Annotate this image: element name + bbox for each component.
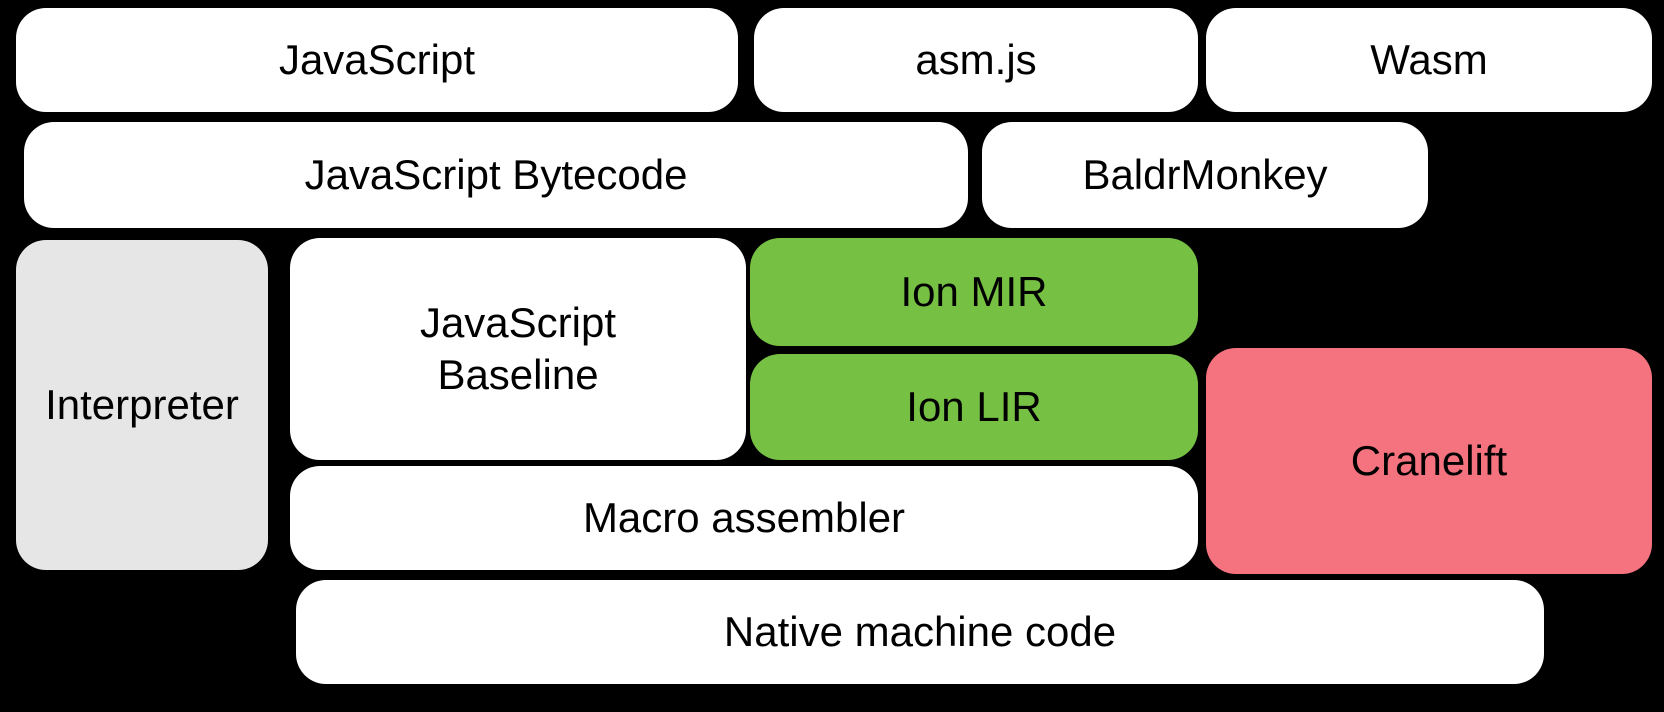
block-native-machine-code-label: Native machine code: [723, 607, 1117, 655]
block-asmjs: asm.js: [754, 8, 1198, 112]
block-javascript: JavaScript: [16, 8, 738, 112]
block-javascript-bytecode-label: JavaScript Bytecode: [304, 150, 688, 198]
block-ion-lir: Ion LIR: [750, 354, 1198, 460]
block-macro-assembler: Macro assembler: [290, 466, 1198, 570]
block-javascript-bytecode: JavaScript Bytecode: [24, 122, 968, 228]
block-asmjs-label: asm.js: [915, 35, 1037, 83]
block-wasm-label: Wasm: [1370, 35, 1488, 83]
block-interpreter: Interpreter: [16, 240, 268, 570]
block-javascript-label: JavaScript: [278, 35, 476, 83]
block-baldrmonkey: BaldrMonkey: [982, 122, 1428, 228]
block-ion-mir-label: Ion MIR: [900, 267, 1048, 315]
block-native-machine-code: Native machine code: [296, 580, 1544, 684]
block-javascript-baseline: JavaScript Baseline: [290, 238, 746, 460]
block-baldrmonkey-label: BaldrMonkey: [1082, 150, 1328, 198]
block-cranelift: Cranelift: [1206, 348, 1652, 574]
block-javascript-baseline-label: JavaScript Baseline: [419, 298, 617, 399]
block-macro-assembler-label: Macro assembler: [582, 493, 906, 541]
block-ion-lir-label: Ion LIR: [906, 382, 1042, 430]
block-cranelift-label: Cranelift: [1350, 436, 1508, 484]
block-wasm: Wasm: [1206, 8, 1652, 112]
block-ion-mir: Ion MIR: [750, 238, 1198, 346]
block-interpreter-label: Interpreter: [45, 380, 239, 428]
